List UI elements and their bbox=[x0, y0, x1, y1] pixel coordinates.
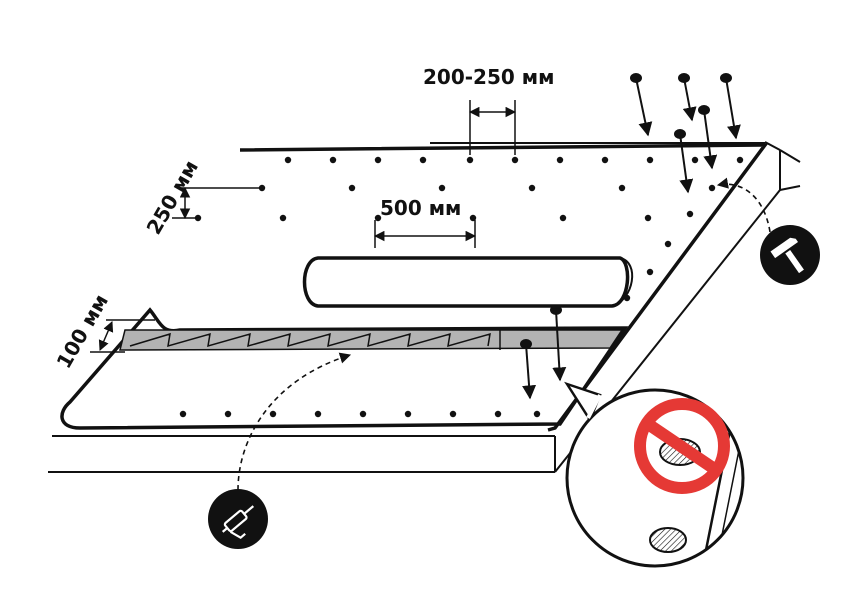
nail-shank bbox=[522, 343, 537, 400]
nail-dot bbox=[329, 156, 337, 164]
correct-nail-head bbox=[649, 527, 687, 553]
label-100: 100 мм bbox=[52, 290, 113, 372]
nail-dot bbox=[374, 156, 382, 164]
nail-dot bbox=[559, 214, 567, 222]
nail-shank bbox=[552, 309, 567, 382]
lower-sheet bbox=[60, 307, 629, 430]
nail-dot bbox=[374, 214, 382, 222]
nail-shank bbox=[635, 77, 653, 137]
upper-sheet bbox=[239, 142, 769, 432]
nail-shank bbox=[703, 109, 718, 170]
nail-dot bbox=[664, 240, 672, 248]
nail-dot bbox=[469, 214, 477, 222]
nail-dot bbox=[314, 410, 322, 418]
nail-dot bbox=[404, 410, 412, 418]
nail-shank bbox=[682, 77, 697, 122]
nail-head bbox=[698, 105, 710, 115]
nail-dot bbox=[686, 210, 694, 218]
nail-dots bbox=[179, 156, 744, 418]
nail-dot bbox=[258, 184, 266, 192]
label-200-250: 200-250 мм bbox=[423, 65, 554, 89]
dimension-250 bbox=[172, 186, 260, 220]
nail-head bbox=[720, 73, 732, 83]
nail-dot bbox=[646, 268, 654, 276]
nail-head bbox=[678, 73, 690, 83]
nail-shank bbox=[679, 133, 694, 194]
nail-dot bbox=[449, 410, 457, 418]
nail-shank bbox=[725, 77, 741, 140]
dimension-200-250 bbox=[468, 100, 517, 155]
nail-dot bbox=[269, 410, 277, 418]
overlap-strip bbox=[119, 329, 624, 351]
nail-dot bbox=[528, 184, 536, 192]
nail-dot bbox=[179, 410, 187, 418]
nail-head bbox=[674, 129, 686, 139]
nail-dot bbox=[284, 156, 292, 164]
caulking-gun-icon bbox=[208, 489, 268, 549]
nail-dot bbox=[736, 156, 744, 164]
dashed-guides bbox=[237, 177, 771, 491]
nail-dot bbox=[348, 184, 356, 192]
roofing-nails bbox=[520, 73, 741, 400]
nail-dot bbox=[644, 214, 652, 222]
nail-head bbox=[550, 305, 562, 315]
nail-dot bbox=[646, 156, 654, 164]
nail-dot bbox=[708, 184, 716, 192]
nail-dot bbox=[533, 410, 541, 418]
nail-head bbox=[630, 73, 642, 83]
nail-dot bbox=[279, 214, 287, 222]
nail-dot bbox=[466, 156, 474, 164]
hammer-icon bbox=[760, 225, 820, 285]
nail-dot bbox=[359, 410, 367, 418]
nail-dot bbox=[511, 156, 519, 164]
nail-dot bbox=[494, 410, 502, 418]
label-500: 500 мм bbox=[380, 196, 461, 220]
dimension-100 bbox=[90, 319, 155, 353]
nail-dot bbox=[618, 184, 626, 192]
nail-head bbox=[520, 339, 532, 349]
nail-dot bbox=[438, 184, 446, 192]
nail-dot bbox=[419, 156, 427, 164]
nail-dot bbox=[623, 294, 631, 302]
nail-dot bbox=[691, 156, 699, 164]
nail-dot bbox=[224, 410, 232, 418]
nail-dot bbox=[601, 156, 609, 164]
label-250: 250 мм bbox=[142, 156, 203, 238]
nail-dot bbox=[556, 156, 564, 164]
dimension-500 bbox=[373, 220, 477, 248]
detail-magnifier bbox=[564, 381, 745, 568]
prohibited-icon bbox=[634, 398, 730, 494]
